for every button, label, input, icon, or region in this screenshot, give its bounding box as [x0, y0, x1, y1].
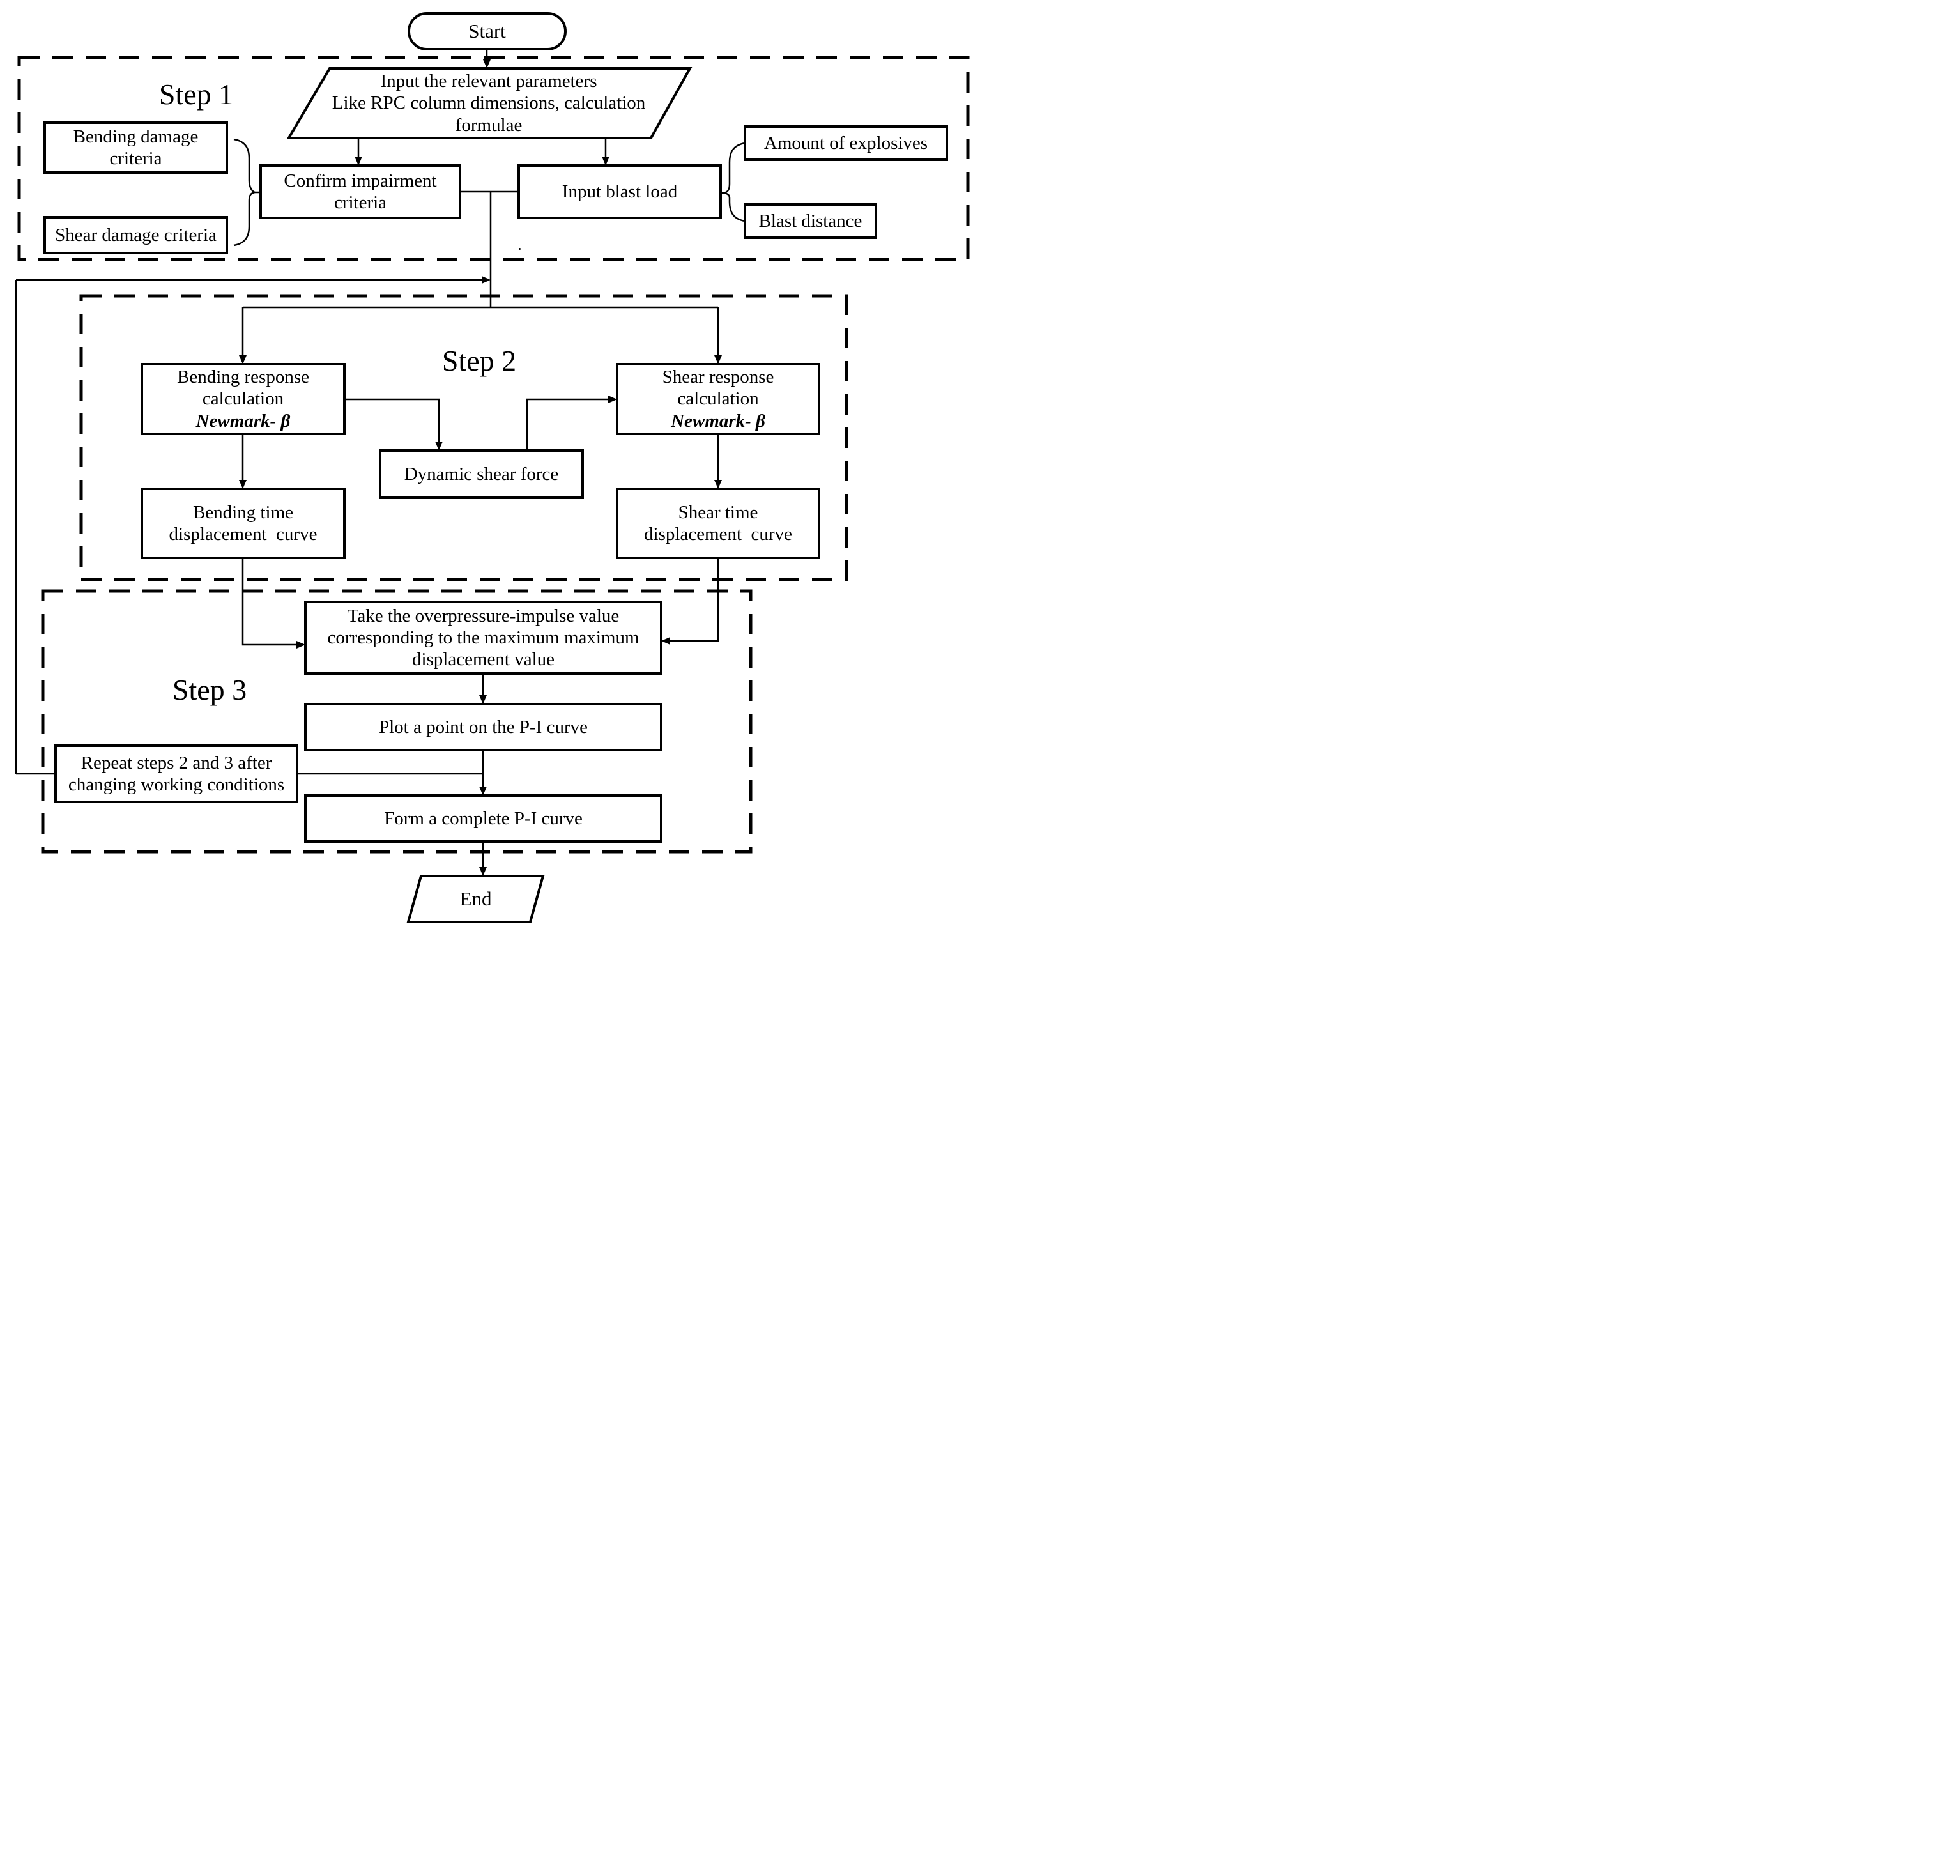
step3-label: Step 3	[172, 673, 247, 706]
shear-damage-box	[43, 216, 228, 254]
shear-time-node: Shear time displacement curve	[617, 489, 819, 558]
plot-point-line1: Plot a point on the P-I curve	[378, 716, 588, 737]
bending-time-box	[141, 488, 346, 559]
start-terminator: Start	[468, 19, 506, 42]
shear-response-box	[616, 363, 820, 435]
bending-time-line1: Bending time	[192, 502, 294, 523]
shear-response-line2: calculation	[677, 388, 759, 410]
form-curve-line1: Form a complete P-I curve	[384, 808, 583, 829]
bending-time-line2: displacement curve	[169, 524, 318, 544]
bending-damage-line1: Bending damage	[73, 126, 199, 147]
form-curve-box	[304, 794, 662, 843]
node-shapes	[43, 12, 948, 923]
left-brace-top	[233, 138, 256, 194]
step3-group-border	[41, 589, 753, 854]
bending-damage-box	[43, 121, 228, 174]
take-overpressure-line3: displacement value	[411, 649, 555, 670]
dynamic-shear-node: Dynamic shear force	[380, 450, 583, 498]
shear-damage-line1: Shear damage criteria	[55, 224, 217, 245]
amount-explosives-line1: Amount of explosives	[763, 132, 928, 153]
dynamic-shear-line1: Dynamic shear force	[404, 463, 559, 484]
step2-label: Step 2	[441, 344, 517, 377]
take-overpressure-line2: corresponding to the maximum maximum	[327, 627, 639, 648]
take-overpressure-node: Take the overpressure-impulse value corr…	[305, 602, 661, 673]
start-terminator-shape	[408, 12, 567, 50]
step1-group-border	[17, 56, 970, 261]
bending-response-line1: Bending response	[177, 367, 309, 388]
take-overpressure-box	[304, 601, 662, 675]
shear-damage-node: Shear damage criteria	[45, 217, 227, 253]
bending-time-node: Bending time displacement curve	[142, 489, 344, 558]
confirm-impairment-node: Confirm impairment criteria	[261, 165, 460, 218]
shear-response-node: Shear response calculation Newmark- β	[617, 364, 819, 434]
shear-response-line1: Shear response	[662, 367, 774, 388]
braces	[233, 138, 746, 247]
flowchart-canvas: Step 1 Step 2 Step 3 Start Input the rel…	[0, 0, 980, 938]
dynamic-shear-box	[379, 449, 584, 499]
right-brace-bottom	[723, 192, 746, 222]
input-params-line2: Like RPC column dimensions, calculation	[332, 93, 646, 114]
connectors	[15, 49, 722, 876]
plot-point-node: Plot a point on the P-I curve	[305, 704, 661, 750]
input-params-node: Input the relevant parameters Like RPC c…	[291, 68, 687, 138]
bending-response-node: Bending response calculation Newmark- β	[142, 364, 344, 434]
shear-time-line1: Shear time	[678, 502, 758, 523]
bending-response-box	[141, 363, 346, 435]
left-brace-bottom	[233, 191, 256, 247]
repeat-steps-box	[54, 744, 298, 803]
amount-explosives-node: Amount of explosives	[745, 127, 947, 160]
edge-shear-curve-to-take	[661, 558, 719, 645]
shear-time-box	[616, 488, 820, 559]
bending-damage-line2: criteria	[109, 148, 162, 169]
blast-distance-node: Blast distance	[745, 204, 876, 238]
step1-label: Step 1	[158, 78, 234, 111]
confirm-impairment-line1: Confirm impairment	[284, 170, 437, 191]
flowchart-shapes	[15, 12, 970, 923]
blast-distance-box	[744, 203, 877, 239]
repeat-steps-node: Repeat steps 2 and 3 after changing work…	[56, 746, 297, 802]
repeat-steps-line2: changing working conditions	[68, 774, 285, 795]
amount-explosives-box	[744, 125, 948, 161]
input-blast-load-node: Input blast load	[519, 165, 721, 218]
shear-time-line2: displacement curve	[644, 524, 792, 544]
input-blast-load-line1: Input blast load	[562, 181, 678, 202]
confirm-impairment-line2: criteria	[333, 192, 387, 213]
form-curve-node: Form a complete P-I curve	[305, 796, 661, 842]
edge-bending-curve-to-take	[241, 558, 305, 649]
bending-response-line2: calculation	[202, 388, 284, 410]
blast-distance-line1: Blast distance	[758, 210, 862, 231]
bending-damage-node: Bending damage criteria	[45, 123, 227, 173]
plot-point-box	[304, 703, 662, 751]
take-overpressure-line1: Take the overpressure-impulse value	[347, 605, 620, 626]
end-terminator: End	[459, 887, 492, 910]
confirm-impairment-box	[259, 164, 461, 219]
right-brace-top	[723, 142, 746, 194]
input-params-line3: formulae	[455, 114, 523, 135]
edge-dynamic-to-shear	[526, 396, 617, 450]
stray-dot	[519, 248, 521, 250]
repeat-steps-line1: Repeat steps 2 and 3 after	[80, 752, 272, 773]
bending-response-method: Newmark- β	[195, 410, 291, 431]
end-parallelogram	[406, 875, 545, 923]
input-params-parallelogram	[286, 67, 693, 139]
edge-bending-to-dynamic	[344, 398, 443, 450]
step2-group-border	[79, 294, 848, 581]
input-params-line1: Input the relevant parameters	[380, 71, 597, 92]
shear-response-method: Newmark- β	[671, 410, 765, 431]
input-blast-load-box	[517, 164, 722, 219]
